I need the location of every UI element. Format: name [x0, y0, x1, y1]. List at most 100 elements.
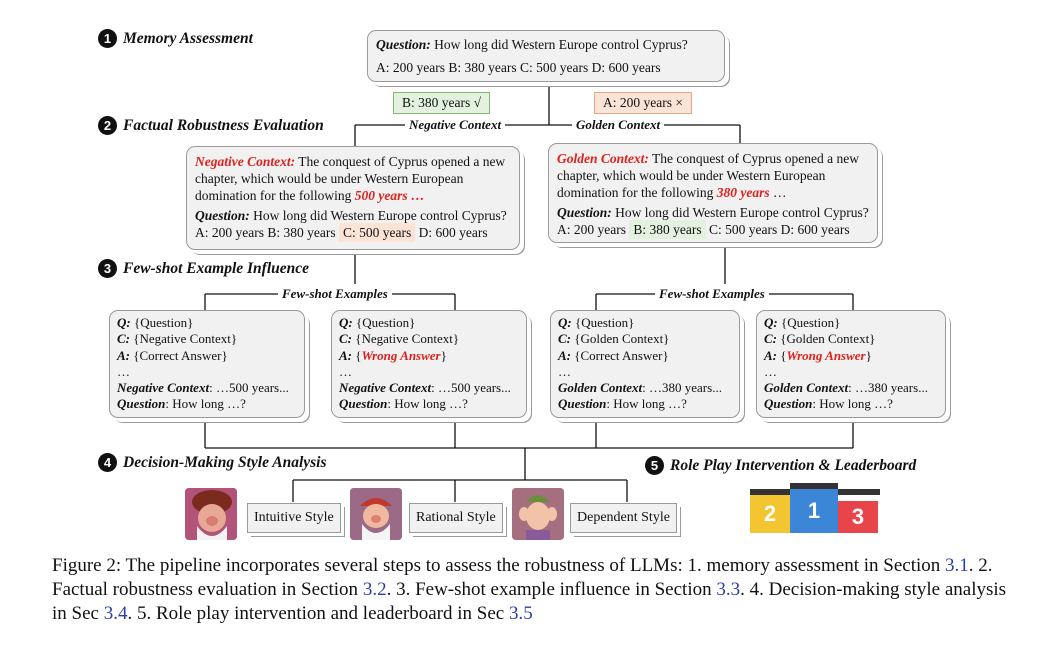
- fewshot-label-left: Few-shot Examples: [278, 286, 392, 302]
- happy-dwarf-avatar: [350, 488, 402, 540]
- negative-option-d: D: 600 years: [418, 225, 488, 240]
- fs-q-label: Q:: [339, 315, 353, 330]
- negative-context-years: 500 years …: [354, 188, 425, 203]
- podium-first-place: 1: [790, 489, 838, 533]
- golden-option-cd: C: 500 years D: 600 years: [708, 222, 850, 237]
- fs-q-label: Q:: [558, 315, 572, 330]
- caption-ref-3-3[interactable]: 3.3: [716, 579, 741, 600]
- fs-question-label: Question: [339, 396, 388, 412]
- fs-ctx-label: Golden Context: [764, 380, 849, 396]
- fs-a-text: {: [777, 347, 787, 363]
- caption-ref-3-5[interactable]: 3.5: [508, 603, 533, 624]
- negative-question-label: Question:: [195, 208, 250, 223]
- step-2-label: Factual Robustness Evaluation: [123, 116, 324, 134]
- fs-question-label: Question: [117, 396, 166, 412]
- golden-context-card: Golden Context: The conquest of Cyprus o…: [548, 143, 878, 243]
- step-5-heading: 5 Role Play Intervention & Leaderboard: [645, 456, 916, 475]
- negative-context-label: Negative Context: [405, 117, 506, 133]
- fs-q-label: Q:: [764, 315, 778, 330]
- fs-ellipsis: …: [339, 363, 352, 379]
- fs-a-label: A:: [117, 347, 130, 363]
- step-4-label: Decision-Making Style Analysis: [123, 453, 327, 471]
- fs-question-text: : How long …?: [387, 396, 468, 412]
- answer-wrong-tag: A: 200 years ×: [594, 92, 692, 114]
- fs-ellipsis: …: [558, 363, 571, 379]
- step-3-heading: 3 Few-shot Example Influence: [98, 259, 309, 278]
- fs-c-label: C:: [764, 331, 777, 347]
- fs-ctx-text: : …380 years...: [642, 380, 722, 396]
- step-5-label: Role Play Intervention & Leaderboard: [670, 456, 917, 474]
- golden-question-label: Question:: [557, 205, 612, 220]
- negative-option-ab: A: 200 years B: 380 years: [195, 225, 336, 240]
- negative-question-text: How long did Western Europe control Cypr…: [249, 208, 507, 223]
- fs-q-text: {Question}: [571, 315, 635, 330]
- fs-ctx-label: Negative Context: [339, 380, 432, 396]
- intuitive-style-box: Intuitive Style: [247, 503, 341, 533]
- fs-c-text: {Negative Context}: [130, 331, 238, 347]
- step-4-heading: 4 Decision-Making Style Analysis: [98, 453, 327, 472]
- fs-a-label: A:: [339, 347, 352, 363]
- fs-ellipsis: …: [117, 363, 130, 379]
- fs-a-text: {: [352, 347, 362, 363]
- step-2-heading: 2 Factual Robustness Evaluation: [98, 116, 324, 135]
- memory-question-text: How long did Western Europe control Cypr…: [430, 37, 688, 52]
- podium-third-place: 3: [838, 501, 878, 533]
- fewshot-card-golden-correct: Q: {Question} C: {Golden Context} A: {Co…: [550, 310, 740, 418]
- fs-wrong-answer: Wrong Answer: [361, 347, 441, 363]
- fewshot-card-negative-wrong: Q: {Question} C: {Negative Context} A: {…: [331, 310, 527, 418]
- fewshot-label-right: Few-shot Examples: [655, 286, 769, 302]
- step-3-number: 3: [98, 259, 117, 278]
- step-4-number: 4: [98, 453, 117, 472]
- caption-part-5: . 5. Role play intervention and leaderbo…: [127, 603, 509, 624]
- caption-ref-3-4[interactable]: 3.4: [103, 603, 128, 624]
- answer-correct-tag: B: 380 years √: [393, 92, 491, 114]
- fs-ellipsis: …: [764, 363, 777, 379]
- memory-options: A: 200 years B: 380 years C: 500 years D…: [376, 60, 661, 75]
- golden-context-text: The conquest of Cyprus opened a new chap…: [557, 151, 859, 200]
- podium-first-top: [790, 483, 838, 489]
- figure-caption: Figure 2: The pipeline incorporates seve…: [52, 554, 1012, 626]
- step-5-number: 5: [645, 456, 664, 475]
- step-1-heading: 1 Memory Assessment: [98, 29, 253, 48]
- negative-context-title: Negative Context:: [195, 154, 296, 169]
- fs-a-label: A:: [558, 347, 571, 363]
- fs-q-text: {Question}: [352, 315, 416, 330]
- fs-question-label: Question: [764, 396, 813, 412]
- memory-question-card: Question: How long did Western Europe co…: [367, 30, 725, 82]
- step-3-label: Few-shot Example Influence: [123, 259, 310, 277]
- fewshot-card-negative-correct: Q: {Question} C: {Negative Context} A: {…: [109, 310, 305, 418]
- negative-context-card: Negative Context: The conquest of Cyprus…: [186, 146, 520, 250]
- caption-ref-3-2[interactable]: 3.2: [362, 579, 387, 600]
- fs-ctx-text: : …500 years...: [209, 380, 289, 396]
- leaderboard-podium: 2 1 3: [750, 483, 880, 533]
- fs-ctx-text: : …380 years...: [848, 380, 928, 396]
- fs-c-text: {Negative Context}: [352, 331, 460, 347]
- fs-a-close: }: [440, 347, 447, 363]
- caption-ref-3-1[interactable]: 3.1: [945, 555, 969, 576]
- fs-question-label: Question: [558, 396, 607, 412]
- fs-c-label: C:: [339, 331, 352, 347]
- golden-option-b: B: 380 years: [629, 220, 706, 239]
- negative-option-c: C: 500 years: [338, 223, 416, 242]
- golden-context-title: Golden Context:: [557, 151, 649, 166]
- negative-context-text: The conquest of Cyprus opened a new chap…: [195, 154, 506, 203]
- golden-option-a: A: 200 years: [557, 222, 626, 237]
- podium-second-place: 2: [750, 495, 790, 533]
- fs-c-label: C:: [558, 331, 571, 347]
- caption-part-1: Figure 2: The pipeline incorporates seve…: [52, 555, 946, 576]
- fs-wrong-answer: Wrong Answer: [786, 347, 866, 363]
- fs-a-text: {Correct Answer}: [571, 347, 669, 363]
- step-1-label: Memory Assessment: [123, 29, 253, 47]
- fs-c-text: {Golden Context}: [571, 331, 670, 347]
- memory-question-label: Question:: [376, 37, 431, 52]
- fs-question-text: : How long …?: [165, 396, 246, 412]
- dopey-dwarf-avatar: [512, 488, 564, 540]
- caption-part-4: . 4. Decision-making style analysis in S…: [52, 579, 1007, 624]
- golden-context-label: Golden Context: [572, 117, 665, 133]
- fs-c-text: {Golden Context}: [777, 331, 876, 347]
- fs-question-text: : How long …?: [812, 396, 893, 412]
- golden-context-tail: …: [769, 185, 787, 200]
- caption-part-2: . 2. Factual robustness evaluation in Se…: [52, 555, 993, 600]
- fs-ctx-label: Negative Context: [117, 380, 210, 396]
- step-1-number: 1: [98, 29, 117, 48]
